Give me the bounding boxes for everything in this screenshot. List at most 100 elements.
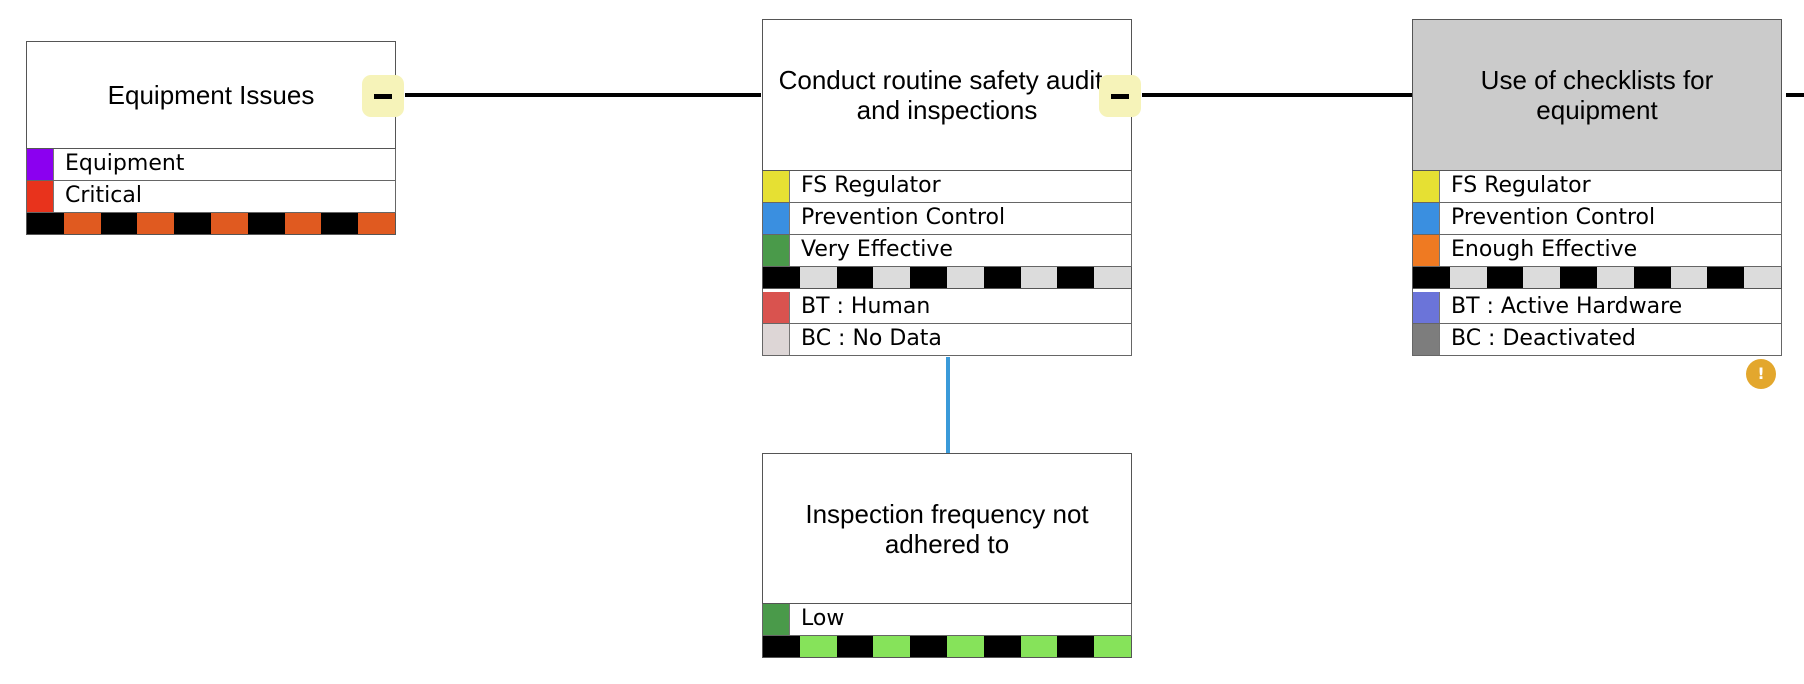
- stripe-segment: [137, 213, 175, 234]
- stripe-segment: [1020, 636, 1058, 657]
- stripe-segment: [763, 267, 800, 288]
- node-conduct-audits[interactable]: Conduct routine safety audits and inspec…: [762, 19, 1132, 356]
- collapse-minus-button[interactable]: [1099, 75, 1141, 117]
- status-stripe: [762, 267, 1132, 289]
- stripe-segment: [1523, 267, 1561, 288]
- color-swatch: [763, 292, 790, 323]
- node-rows-barrier: BT : Active Hardware BC : Deactivated: [1412, 292, 1782, 356]
- attribute-label: Prevention Control: [1451, 205, 1656, 230]
- color-swatch: [1413, 171, 1440, 202]
- node-title: Conduct routine safety audits and inspec…: [778, 65, 1116, 125]
- color-swatch: [763, 235, 790, 266]
- attribute-row: BC : Deactivated: [1412, 324, 1782, 356]
- stripe-segment: [799, 636, 837, 657]
- attribute-row: Very Effective: [762, 235, 1132, 267]
- attribute-label: Enough Effective: [1451, 237, 1638, 262]
- node-rows-barrier: BT : Human BC : No Data: [762, 292, 1132, 356]
- stripe-spacer: [1412, 289, 1782, 292]
- stripe-segment: [1633, 267, 1671, 288]
- stripe-segment: [358, 213, 395, 234]
- stripe-segment: [1486, 267, 1524, 288]
- stripe-segment: [910, 267, 947, 288]
- attribute-label: BT : Active Hardware: [1451, 294, 1683, 319]
- connector-line-audits-to-checklists: [1142, 93, 1417, 97]
- status-stripe: [1412, 267, 1782, 289]
- attribute-label: BC : Deactivated: [1451, 326, 1636, 351]
- node-checklists[interactable]: Use of checklists for equipment FS Regul…: [1412, 19, 1782, 356]
- attribute-row: Critical: [26, 181, 396, 213]
- stripe-segment: [1560, 267, 1597, 288]
- attribute-label: BC : No Data: [801, 326, 942, 351]
- stripe-segment: [1057, 267, 1095, 288]
- node-inspection-frequency[interactable]: Inspection frequency not adhered to Low: [762, 453, 1132, 658]
- stripe-segment: [1094, 267, 1131, 288]
- stripe-segment: [946, 267, 984, 288]
- color-swatch: [1413, 203, 1440, 234]
- node-title-box[interactable]: Equipment Issues: [26, 41, 396, 149]
- attribute-label: Very Effective: [801, 237, 953, 262]
- status-stripe: [762, 636, 1132, 658]
- attribute-row: Enough Effective: [1412, 235, 1782, 267]
- color-swatch: [1413, 235, 1440, 266]
- stripe-segment: [1744, 267, 1781, 288]
- stripe-segment: [1670, 267, 1708, 288]
- stripe-segment: [247, 213, 285, 234]
- attribute-row: FS Regulator: [1412, 171, 1782, 203]
- stripe-segment: [910, 636, 947, 657]
- node-rows: Low: [762, 604, 1132, 636]
- stripe-segment: [873, 267, 911, 288]
- stripe-segment: [1596, 267, 1634, 288]
- stripe-segment: [1449, 267, 1487, 288]
- attribute-row: Low: [762, 604, 1132, 636]
- attribute-label: Equipment: [65, 151, 185, 176]
- node-title: Use of checklists for equipment: [1480, 65, 1714, 125]
- node-title-box[interactable]: Conduct routine safety audits and inspec…: [762, 19, 1132, 171]
- connector-line-equipment-to-audits: [405, 93, 761, 97]
- attribute-row: BC : No Data: [762, 324, 1132, 356]
- stripe-segment: [983, 636, 1021, 657]
- attribute-row: BT : Active Hardware: [1412, 292, 1782, 324]
- color-swatch: [763, 171, 790, 202]
- attribute-row: BT : Human: [762, 292, 1132, 324]
- color-swatch: [27, 149, 54, 180]
- node-title-box[interactable]: Use of checklists for equipment: [1412, 19, 1782, 171]
- connector-line-audits-to-inspection: [946, 357, 950, 453]
- stripe-segment: [63, 213, 101, 234]
- stripe-segment: [174, 213, 211, 234]
- connector-line-checklists-out: [1786, 93, 1804, 97]
- color-swatch: [763, 324, 790, 355]
- color-swatch: [763, 203, 790, 234]
- attribute-label: BT : Human: [801, 294, 931, 319]
- stripe-segment: [836, 636, 874, 657]
- attribute-label: Low: [801, 606, 845, 631]
- stripe-segment: [763, 636, 800, 657]
- warning-icon[interactable]: !: [1746, 359, 1776, 389]
- stripe-segment: [1707, 267, 1745, 288]
- stripe-segment: [836, 267, 874, 288]
- node-title: Equipment Issues: [107, 80, 315, 110]
- node-title-box[interactable]: Inspection frequency not adhered to: [762, 453, 1132, 604]
- stripe-segment: [1413, 267, 1450, 288]
- stripe-segment: [284, 213, 322, 234]
- collapse-minus-button[interactable]: [362, 75, 404, 117]
- stripe-segment: [946, 636, 984, 657]
- stripe-segment: [873, 636, 911, 657]
- stripe-segment: [210, 213, 248, 234]
- stripe-spacer: [762, 289, 1132, 292]
- color-swatch: [1413, 292, 1440, 323]
- attribute-row: FS Regulator: [762, 171, 1132, 203]
- color-swatch: [27, 181, 54, 212]
- node-title: Inspection frequency not adhered to: [805, 498, 1089, 559]
- stripe-segment: [27, 213, 64, 234]
- stripe-segment: [983, 267, 1021, 288]
- attribute-label: FS Regulator: [1451, 173, 1591, 198]
- attribute-label: Critical: [65, 183, 142, 208]
- stripe-segment: [1020, 267, 1058, 288]
- color-swatch: [1413, 324, 1440, 355]
- attribute-row: Prevention Control: [762, 203, 1132, 235]
- attribute-label: FS Regulator: [801, 173, 941, 198]
